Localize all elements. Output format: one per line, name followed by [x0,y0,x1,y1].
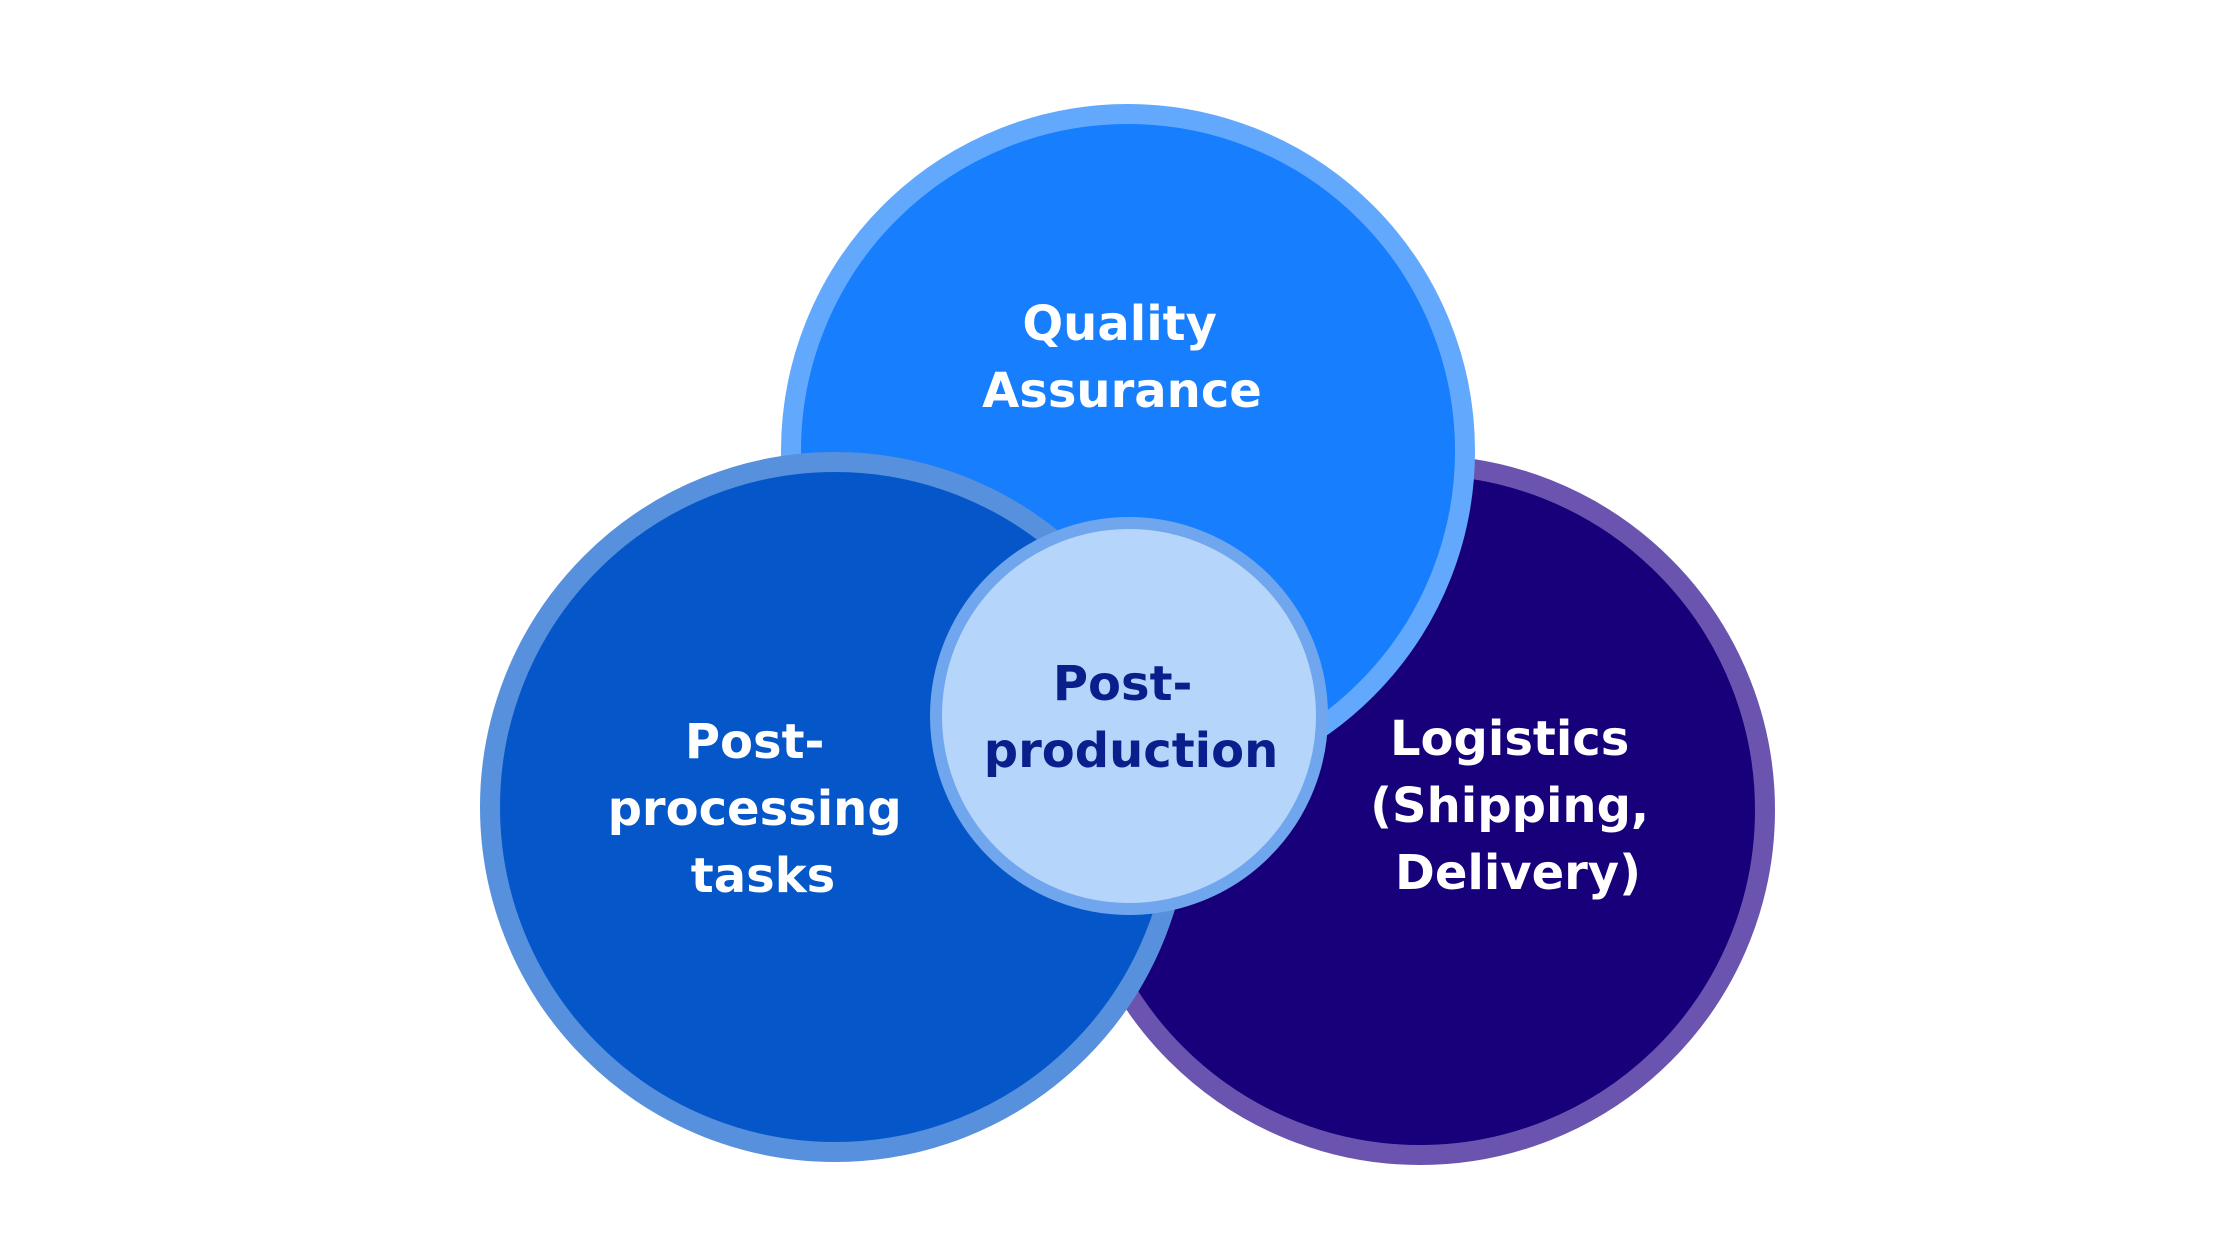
post-processing-line-3: tasks [691,848,835,904]
quality-line-1: Quality [1022,296,1217,352]
circle-quality-assurance-label: Quality Assurance [982,296,1262,419]
post-processing-line-1: Post- [685,714,825,770]
logistics-line-3: Delivery) [1395,845,1641,901]
post-processing-line-2: processing [608,781,902,837]
circle-post-production: Post- production [930,517,1328,915]
post-production-line-2: production [984,723,1279,779]
logistics-line-2: (Shipping, [1370,778,1649,834]
logistics-line-1: Logistics [1390,711,1629,767]
circle-post-production-shape [930,517,1328,915]
circle-post-processing-label: Post- processing tasks [608,714,919,904]
circle-logistics-label: Logistics (Shipping, Delivery) [1370,711,1666,901]
post-production-line-1: Post- [1053,656,1193,712]
quality-line-2: Assurance [982,363,1262,419]
circle-post-production-label: Post- production [984,656,1279,779]
